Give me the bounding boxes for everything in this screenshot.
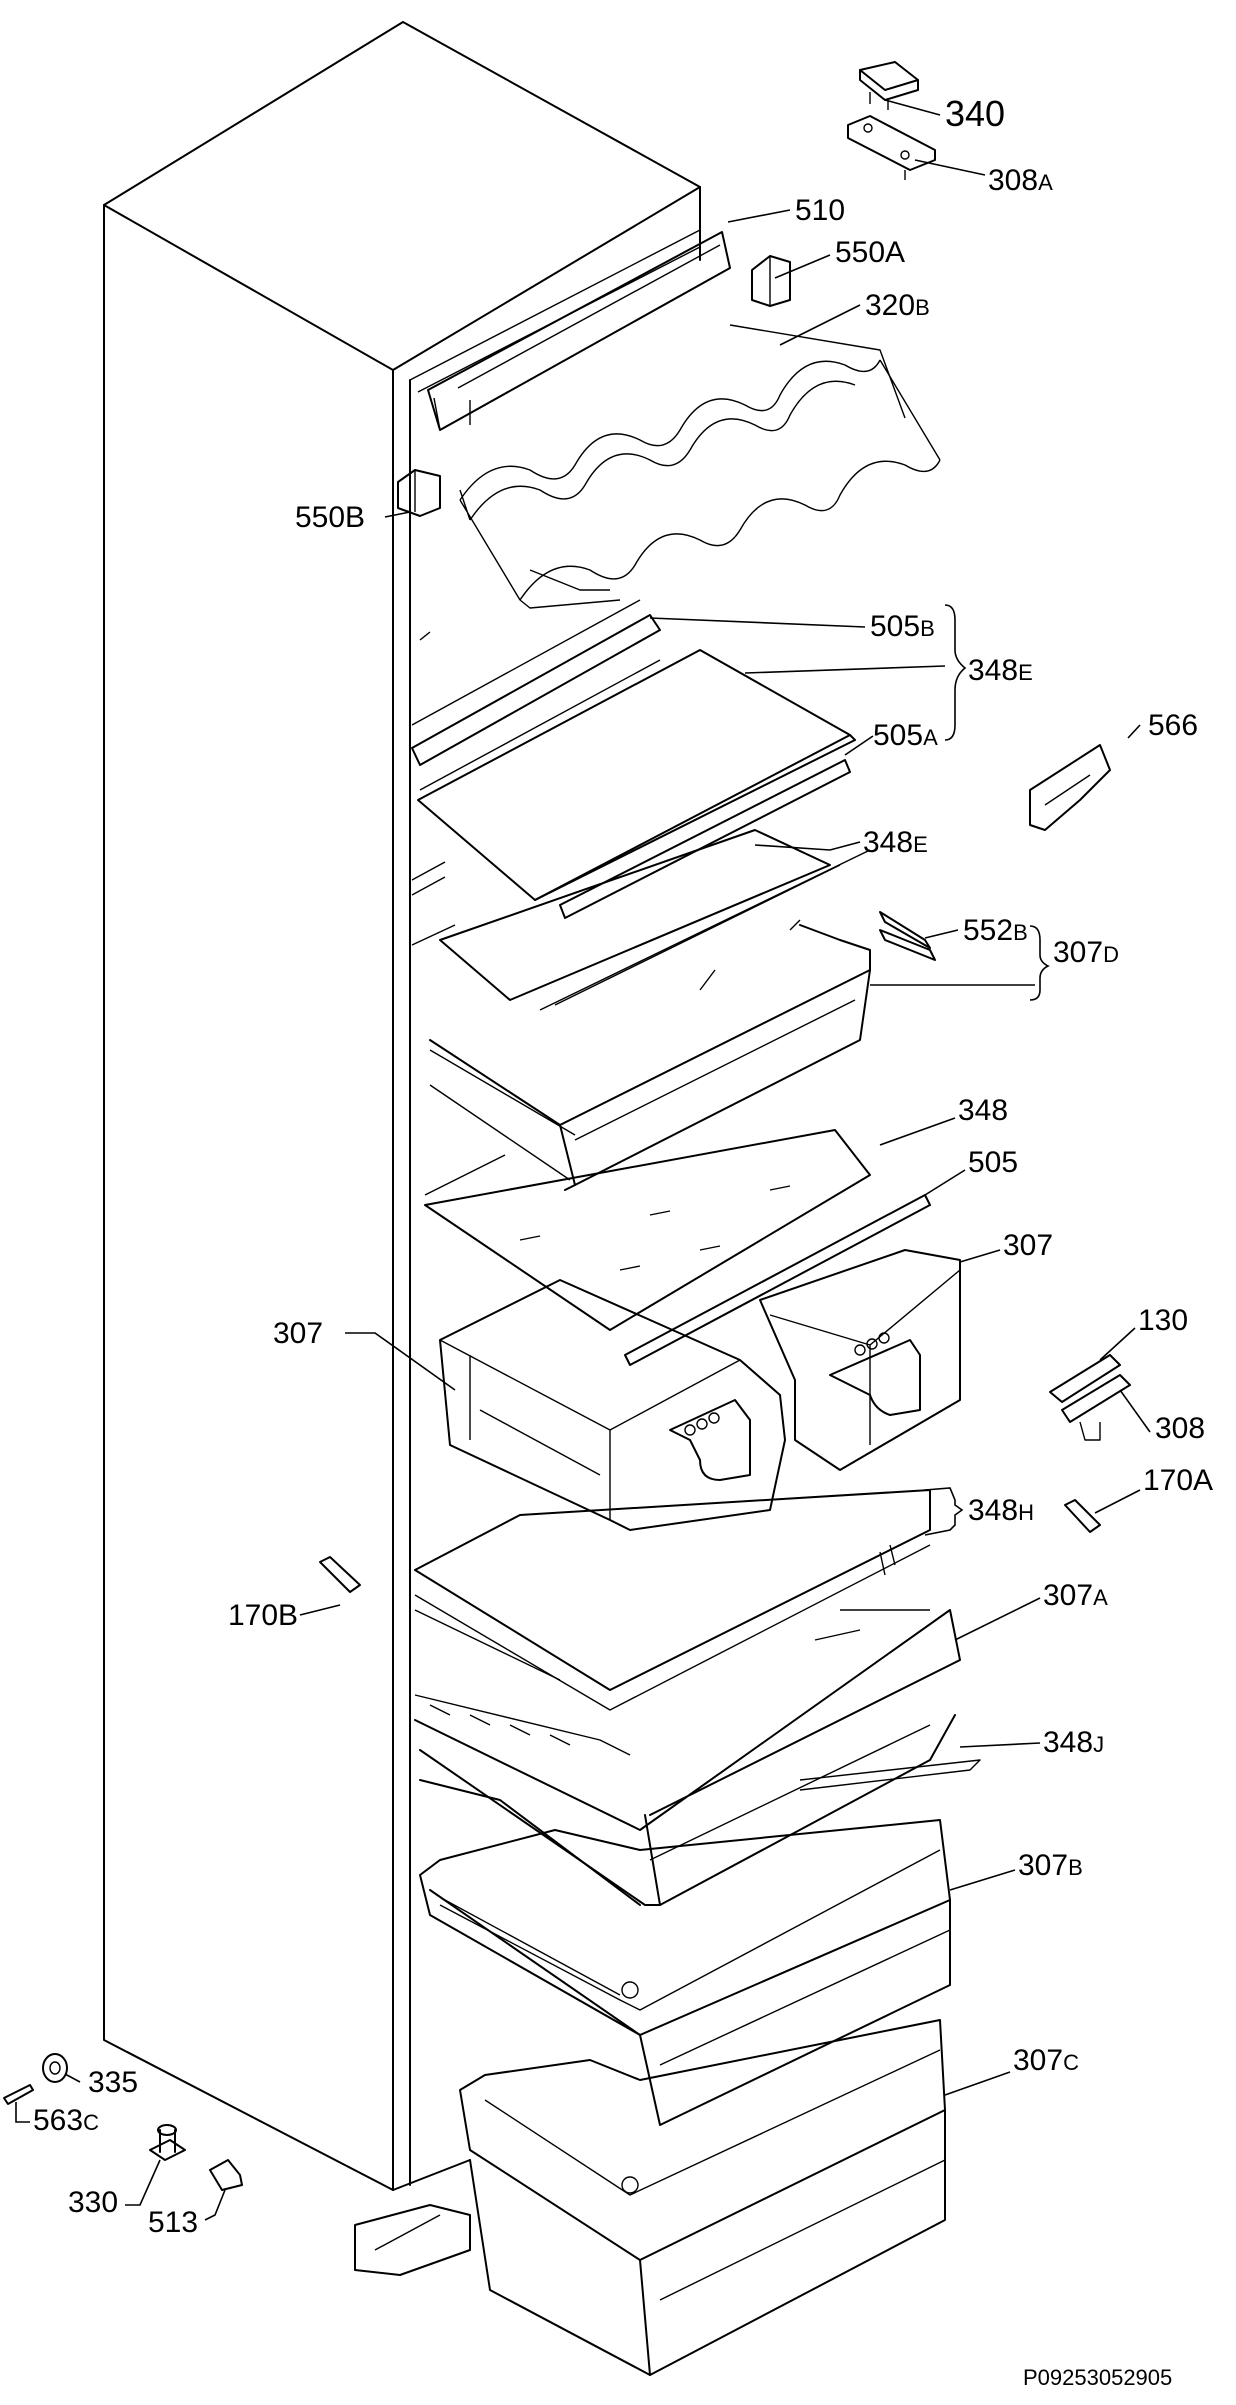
label-505b: 505B [870,610,935,643]
pin-170a [1064,1499,1101,1533]
shelf-348e [411,829,871,1011]
clip-513 [209,2159,243,2191]
label-348: 348 [958,1094,1008,1127]
drawer-307-left [439,1279,786,1531]
hinge-340 [859,61,919,110]
label-348h: 348H [968,1494,1034,1527]
label-552b: 552B [963,914,1028,947]
bottle-rack-320b [459,324,941,609]
label-307d: 307D [1053,936,1119,969]
label-307-right: 307 [1003,1229,1053,1262]
foot-335 [42,2053,68,2083]
leader-lines [15,99,1151,2221]
label-308: 308 [1155,1412,1205,1445]
label-505: 505 [968,1146,1018,1179]
label-566: 566 [1148,709,1198,742]
hinge-308a [847,115,936,180]
drawing-number: P09253052905 [1023,2365,1172,2390]
hinge-130-308 [1049,1354,1131,1441]
drawer-307d [429,919,936,1191]
label-307a: 307A [1043,1579,1108,1612]
label-320b: 320B [865,289,930,322]
label-550a: 550A [835,236,905,269]
shelf-348j [799,1759,981,1791]
label-307b: 307B [1018,1849,1083,1882]
label-170b: 170B [228,1599,298,1632]
label-130: 130 [1138,1304,1188,1337]
label-307c: 307C [1013,2044,1079,2077]
label-335: 335 [88,2066,138,2099]
label-563c: 563C [33,2104,99,2137]
label-330: 330 [68,2186,118,2219]
glass-shelf-348e-top [411,599,856,919]
pin-563c [3,2084,34,2105]
glass-shelf-348 [424,1129,931,1366]
drawer-307a [414,1609,961,1906]
label-308a: 308A [988,164,1053,197]
label-505a: 505A [873,719,938,752]
label-513: 513 [148,2206,198,2239]
bracket-566 [1029,744,1111,831]
label-170a: 170A [1143,1464,1213,1497]
label-550b: 550B [295,501,365,534]
clip-550b [397,469,441,517]
label-348e-group: 348E [968,654,1033,687]
label-348e: 348E [863,826,928,859]
cabinet-body [103,21,701,2191]
label-340: 340 [945,93,1005,134]
label-307-left: 307 [273,1317,323,1350]
glass-shelf-348h [414,1489,931,1711]
base-grille [354,2204,471,2276]
foot-330 [149,2124,186,2161]
drawer-307b [419,1819,951,2126]
label-348j: 348J [1043,1726,1104,1759]
label-510: 510 [795,194,845,227]
top-trim-510 [427,231,731,431]
drawer-307c [459,2019,946,2376]
pin-170b [319,1556,361,1593]
part-labels: 340 308A 510 550A 320B 550B 505B 348E 50… [33,93,1213,2390]
strip-552b [879,911,931,949]
clip-550a [751,255,791,307]
drawer-307-right [759,1249,961,1471]
